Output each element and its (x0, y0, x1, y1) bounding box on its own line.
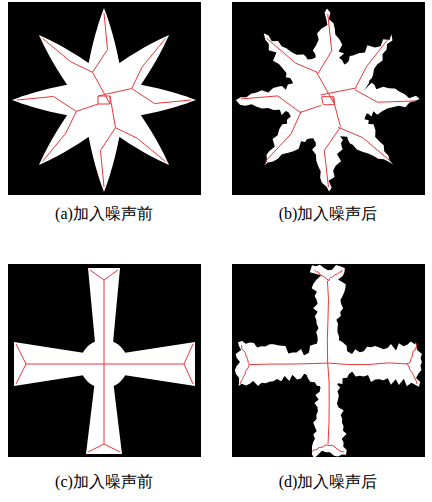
star-shape (12, 8, 196, 192)
skeleton-line (327, 281, 329, 444)
skeleton-line (132, 38, 166, 88)
skeleton-line (314, 270, 342, 281)
panel-caption: (d)加入噪声后 (279, 472, 378, 492)
skeleton-line (88, 444, 120, 452)
skeleton-line (300, 105, 321, 112)
skeleton-line (240, 345, 249, 384)
skeleton-line (110, 96, 115, 128)
skeleton-line (333, 97, 341, 127)
skeleton-line (132, 89, 191, 104)
skeleton-line (355, 90, 416, 102)
skeleton-line (16, 344, 26, 384)
image-panel (232, 264, 425, 458)
skeleton-line (265, 111, 301, 162)
skeleton-line (324, 128, 340, 187)
skeleton-line (76, 104, 98, 111)
image-panel (8, 264, 201, 457)
skeleton-line (407, 343, 417, 384)
skeleton-line (338, 127, 390, 161)
skeleton-line (316, 71, 334, 103)
star-shape (236, 8, 420, 191)
skeleton-line (42, 111, 76, 161)
skeleton-line (42, 38, 92, 72)
skeleton-line (321, 97, 334, 105)
skeleton-line (90, 270, 118, 280)
skeleton-line (249, 363, 408, 365)
black-background (232, 264, 425, 457)
image-panel (232, 2, 425, 195)
skeleton-line (312, 445, 344, 452)
skeleton-line (356, 39, 389, 88)
skeleton-line (17, 96, 76, 111)
skeleton-line (100, 128, 115, 187)
skeleton-line (266, 38, 316, 72)
black-background (8, 264, 201, 457)
skeleton-line (115, 128, 165, 162)
panel-caption: (c)加入噪声前 (55, 472, 153, 492)
skeleton-line (184, 344, 193, 384)
black-background (8, 2, 201, 195)
skeleton-line (241, 96, 300, 112)
image-panel (8, 2, 201, 195)
skeleton-line (93, 13, 108, 72)
panel-caption: (a)加入噪声前 (55, 204, 153, 224)
panel-caption: (b)加入噪声后 (279, 204, 378, 224)
black-background (232, 2, 425, 195)
skeleton-line (104, 280, 105, 444)
skeleton-line (318, 14, 332, 74)
skeleton-line (26, 364, 184, 365)
skeleton-line (93, 72, 110, 104)
skeleton-line (98, 96, 110, 104)
